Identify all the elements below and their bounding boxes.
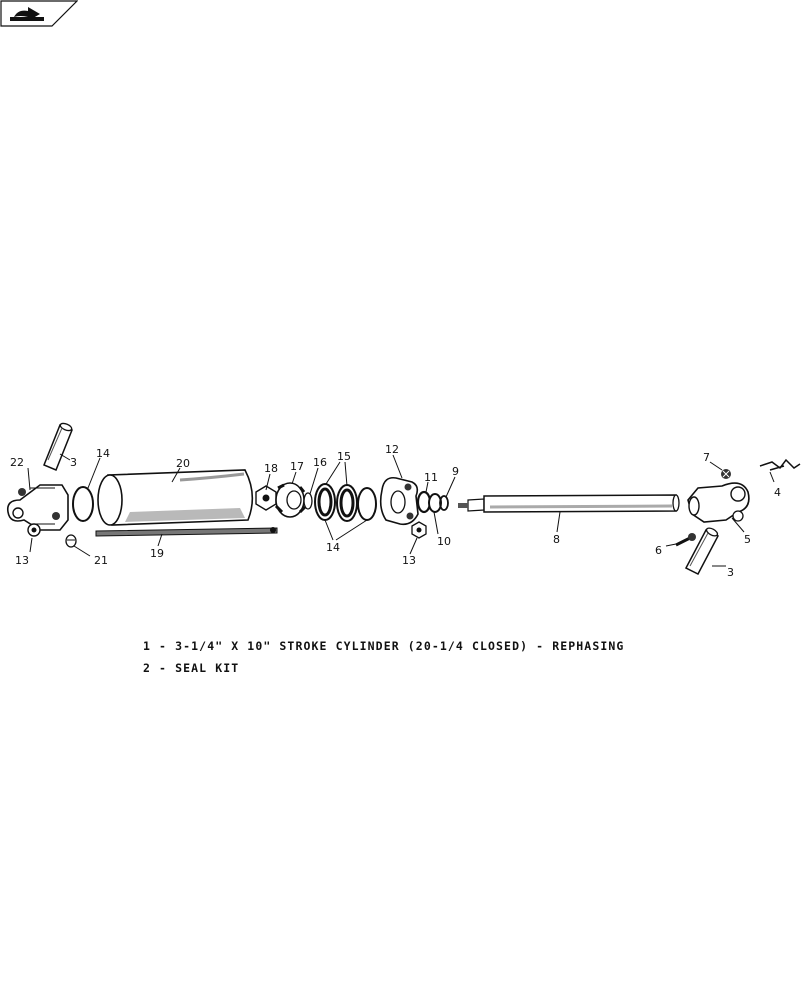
callout-20: 20 [176, 457, 190, 470]
o-ring-14-left [72, 486, 94, 522]
nut-18 [255, 485, 277, 511]
return-arrow-icon [10, 7, 44, 21]
nut-13-right [411, 521, 427, 539]
bolt-6 [675, 533, 696, 547]
callout-22: 22 [10, 456, 24, 469]
callout-14-top: 14 [96, 447, 110, 460]
seal-16 [303, 492, 313, 510]
callout-21: 21 [94, 554, 108, 567]
callout-17: 17 [290, 460, 304, 473]
piston-rod-8 [458, 494, 680, 513]
piston-seals-15 [314, 483, 358, 522]
head-gland-12 [379, 476, 419, 526]
callout-9: 9 [452, 465, 459, 478]
callout-16: 16 [313, 456, 327, 469]
parts-legend: 1 - 3-1/4" X 10" STROKE CYLINDER (20-1/4… [143, 639, 624, 683]
callout-19: 19 [150, 547, 164, 560]
callout-5: 5 [744, 533, 751, 546]
rear-clevis [6, 484, 69, 531]
leader-lines [27, 453, 775, 567]
callout-3-top: 3 [70, 456, 77, 469]
return-tab[interactable] [0, 0, 78, 27]
piston-17 [274, 482, 307, 518]
cylinder-barrel [97, 469, 254, 526]
callout-18: 18 [264, 462, 278, 475]
legend-line-1: 1 - 3-1/4" X 10" STROKE CYLINDER (20-1/4… [143, 639, 625, 653]
callout-13-right: 13 [402, 554, 416, 567]
callout-15: 15 [337, 450, 351, 463]
pin-top-left [43, 422, 73, 471]
callout-14-bottom: 14 [326, 541, 340, 554]
callout-11: 11 [424, 471, 438, 484]
nut-13-left [27, 523, 41, 537]
legend-line-2: 2 - SEAL KIT [143, 661, 240, 675]
seal-10 [428, 493, 442, 513]
fitting-7 [721, 469, 731, 479]
callout-7: 7 [703, 451, 710, 464]
nut-21 [65, 534, 77, 548]
callout-8: 8 [553, 533, 560, 546]
o-ring-14-right [357, 487, 377, 521]
callout-3-bottom: 3 [727, 566, 734, 579]
callout-13-left: 13 [15, 554, 29, 567]
tie-rod [95, 527, 278, 537]
callout-4: 4 [774, 486, 781, 499]
wiper-9 [439, 495, 449, 511]
pin-bottom-right [684, 527, 720, 575]
hair-pin-4 [759, 458, 801, 471]
callout-10: 10 [437, 535, 451, 548]
callout-12: 12 [385, 443, 399, 456]
rod-clevis-5 [687, 482, 750, 523]
callout-6: 6 [655, 544, 662, 557]
